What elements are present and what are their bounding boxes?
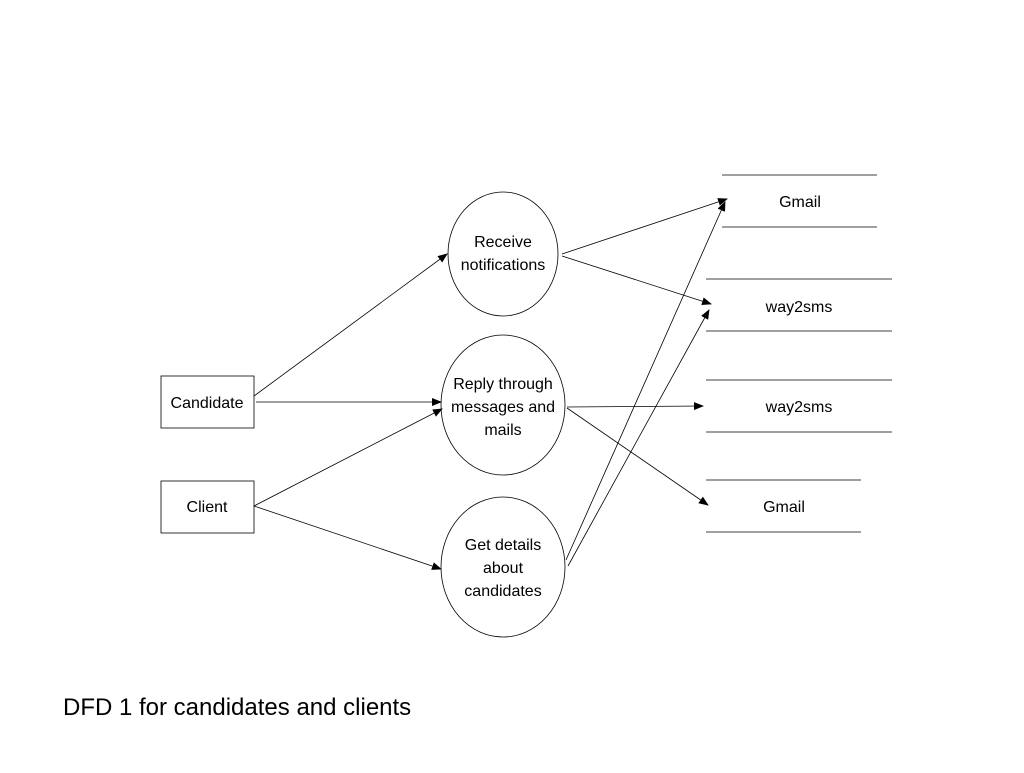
store-gmail-bottom-label: Gmail — [763, 499, 805, 516]
entity-client: Client — [160, 480, 255, 534]
process-receive-notifications-line-2: notifications — [461, 257, 546, 274]
flow-client-to-reply-messages-mails — [253, 408, 443, 507]
process-reply-messages-mails: Reply through messages and mails — [440, 334, 566, 476]
entity-client-label: Client — [187, 499, 228, 516]
entity-client-box — [160, 480, 255, 534]
process-get-candidate-details-line-2: about — [483, 560, 524, 577]
data-flows — [253, 198, 728, 570]
process-reply-messages-mails-line-3: mails — [484, 422, 521, 439]
store-way2sms-upper: way2sms — [706, 278, 892, 332]
entity-candidate: Candidate — [160, 375, 255, 429]
store-way2sms-lower-label: way2sms — [765, 399, 833, 416]
process-receive-notifications-shape — [447, 191, 559, 317]
flow-reply-messages-mails-to-gmail — [566, 407, 709, 506]
flow-candidate-to-receive-notifications — [253, 253, 448, 397]
diagram-caption: DFD 1 for candidates and clients — [63, 694, 412, 721]
store-gmail-top: Gmail — [722, 174, 877, 228]
entity-candidate-box — [160, 375, 255, 429]
flow-receive-notifications-to-gmail — [561, 198, 728, 255]
process-get-candidate-details-line-1: Get details — [465, 537, 541, 554]
flow-receive-notifications-to-way2sms — [561, 255, 712, 306]
process-receive-notifications: Receive notifications — [447, 191, 559, 317]
store-gmail-top-label: Gmail — [779, 194, 821, 211]
flow-get-candidate-details-to-way2sms — [567, 309, 710, 567]
flow-reply-messages-mails-to-way2sms — [566, 402, 704, 411]
process-reply-messages-mails-line-1: Reply through — [453, 376, 553, 393]
entity-candidate-label: Candidate — [171, 395, 244, 412]
process-get-candidate-details-line-3: candidates — [464, 583, 541, 600]
process-receive-notifications-line-1: Receive — [474, 234, 532, 251]
flow-client-to-get-candidate-details — [253, 505, 442, 570]
flow-get-candidate-details-to-gmail — [565, 201, 726, 561]
process-reply-messages-mails-line-2: messages and — [451, 399, 555, 416]
process-get-candidate-details: Get details about candidates — [440, 496, 566, 638]
store-gmail-bottom: Gmail — [706, 479, 861, 533]
store-way2sms-upper-label: way2sms — [765, 299, 833, 316]
store-way2sms-lower: way2sms — [706, 379, 892, 433]
